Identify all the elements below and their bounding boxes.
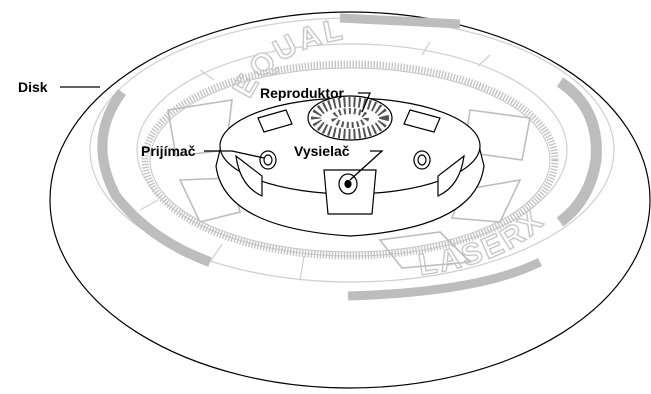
label-speaker: Reproduktor: [260, 85, 345, 101]
speaker-holes-inner: [331, 108, 369, 128]
receiver-right: [413, 150, 431, 170]
transmitter-sensor: [338, 173, 358, 195]
receiver-left: [259, 150, 277, 170]
gray-arcs: [97, 13, 602, 301]
label-receiver: Prijímač: [141, 143, 196, 159]
device-base: [215, 97, 485, 237]
tick-ring: [141, 60, 559, 260]
tick-ring-inner-edge: [149, 67, 551, 253]
speaker-holes: [311, 97, 389, 139]
label-transmitter: Vysielač: [294, 143, 350, 159]
label-disk: Disk: [18, 79, 48, 95]
speaker-grille: [307, 95, 393, 141]
leader-lines: [60, 86, 384, 181]
